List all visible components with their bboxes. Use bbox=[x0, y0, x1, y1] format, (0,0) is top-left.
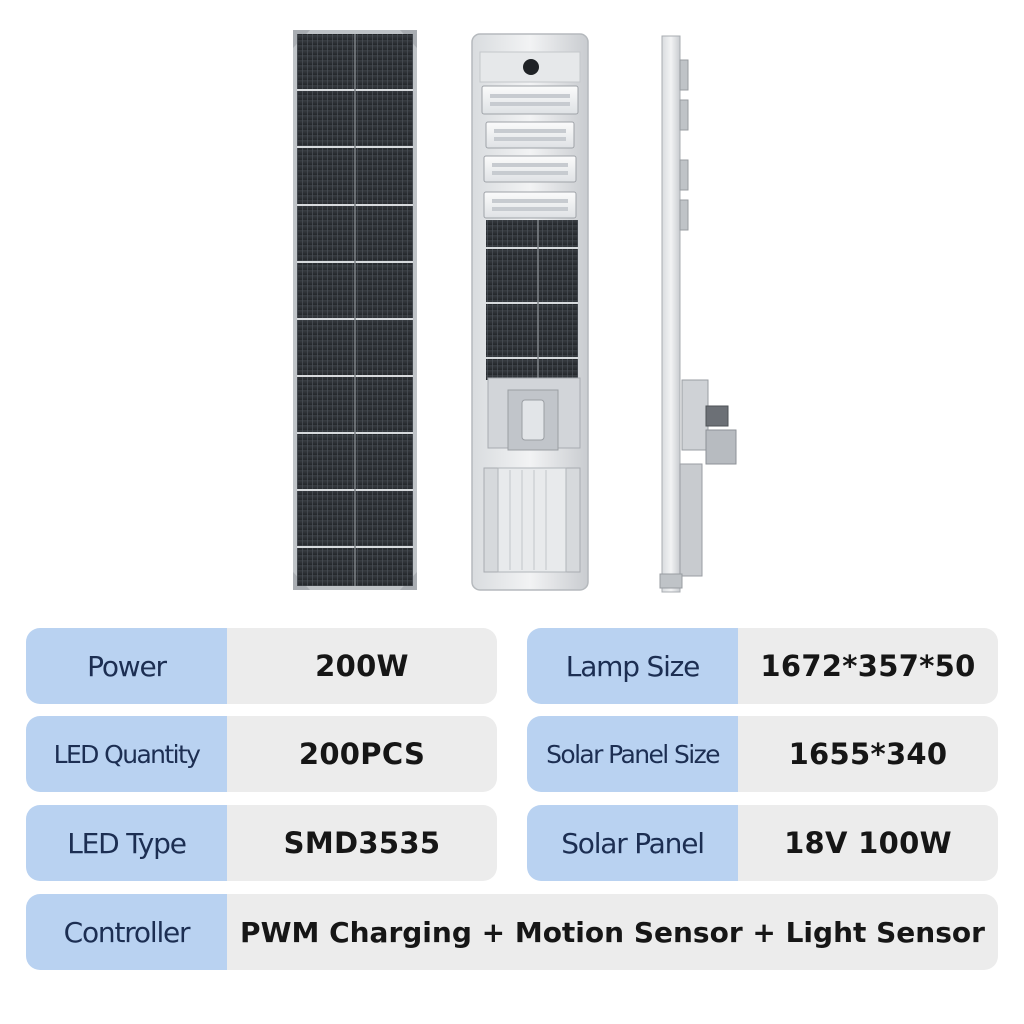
solar-panel-front-view bbox=[293, 30, 417, 590]
lamp-back-view bbox=[471, 33, 589, 591]
solar-panel-size-value: 1655*340 bbox=[738, 716, 998, 792]
lamp-size-label: Lamp Size bbox=[527, 628, 738, 704]
spec-row-3: LED Type SMD3535 Solar Panel 18V 100W bbox=[26, 805, 998, 881]
spec-row-2: LED Quantity 200PCS Solar Panel Size 165… bbox=[26, 716, 998, 792]
power-label: Power bbox=[26, 628, 227, 704]
controller-label: Controller bbox=[26, 894, 227, 970]
led-type-value: SMD3535 bbox=[227, 805, 497, 881]
solar-panel-value: 18V 100W bbox=[738, 805, 998, 881]
lamp-side-view bbox=[659, 35, 737, 593]
product-illustration bbox=[293, 30, 737, 593]
led-modules bbox=[481, 85, 579, 219]
mounting-bracket bbox=[487, 377, 581, 451]
led-quantity-value: 200PCS bbox=[227, 716, 497, 792]
solar-panel-label: Solar Panel bbox=[527, 805, 738, 881]
lamp-size-value: 1672*357*50 bbox=[738, 628, 998, 704]
battery-box bbox=[483, 467, 581, 573]
led-quantity-label: LED Quantity bbox=[26, 716, 227, 792]
spec-row-4: Controller PWM Charging + Motion Sensor … bbox=[26, 894, 998, 970]
led-type-label: LED Type bbox=[26, 805, 227, 881]
solar-panel-size-label: Solar Panel Size bbox=[527, 716, 738, 792]
controller-value: PWM Charging + Motion Sensor + Light Sen… bbox=[227, 894, 998, 970]
motion-sensor-icon bbox=[523, 59, 539, 75]
spec-row-1: Power 200W Lamp Size 1672*357*50 bbox=[26, 628, 998, 704]
power-value: 200W bbox=[227, 628, 497, 704]
side-bracket bbox=[681, 379, 737, 465]
